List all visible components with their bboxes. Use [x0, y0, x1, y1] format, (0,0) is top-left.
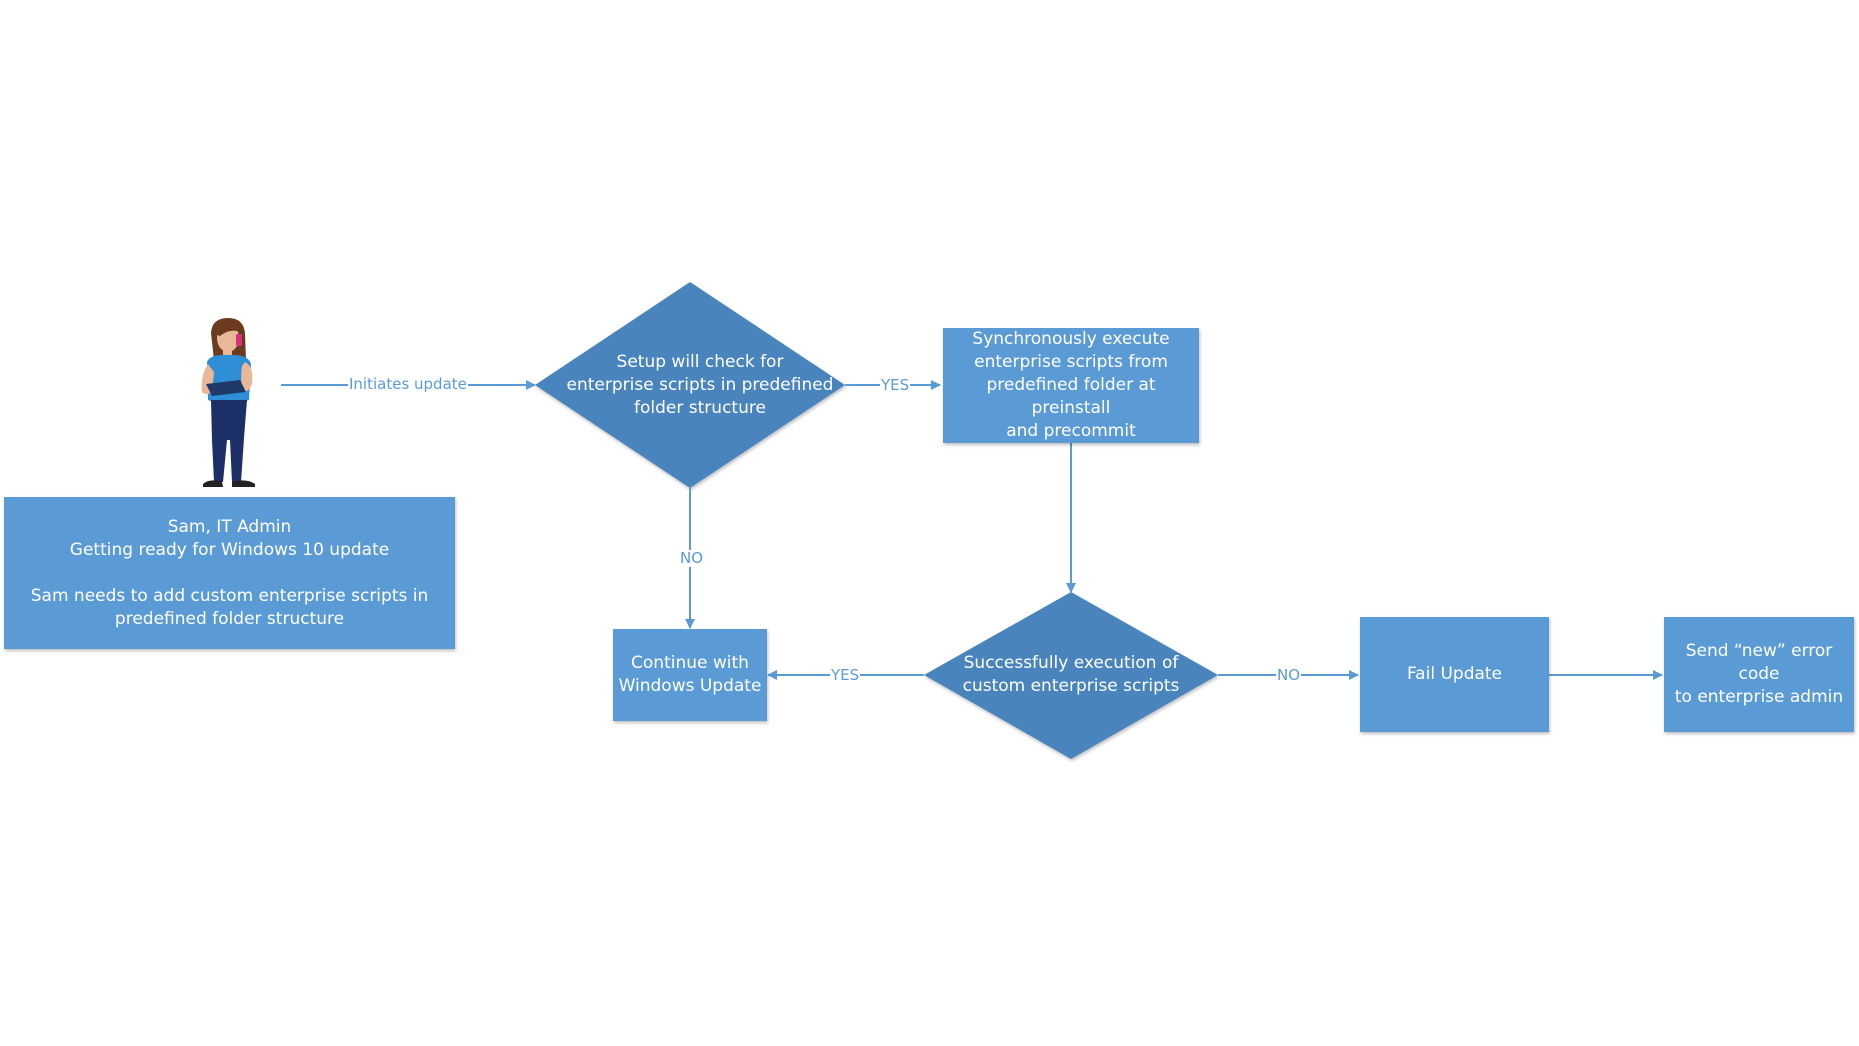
send-error-text: Send “new” error code to enterprise admi… [1674, 641, 1844, 707]
person-with-phone-icon [201, 318, 255, 487]
send-error-box: Send “new” error code to enterprise admi… [1664, 617, 1854, 732]
fail-update-box: Fail Update [1360, 617, 1549, 732]
execute-scripts-box: Synchronously execute enterprise scripts… [943, 328, 1199, 443]
decision-diamond-execution-result [924, 592, 1218, 759]
actor-description-box: Sam, IT Admin Getting ready for Windows … [4, 497, 455, 649]
edge-label-check-no: NO [679, 549, 705, 567]
execution-result-text: Successfully execution of custom enterpr… [962, 653, 1180, 696]
check-scripts-text: Setup will check for enterprise scripts … [566, 351, 834, 418]
edge-label-result-no: NO [1276, 666, 1302, 684]
fail-update-text: Fail Update [1406, 664, 1503, 684]
execute-scripts-text: Synchronously execute enterprise scripts… [972, 329, 1170, 441]
edge-label-result-yes: YES [830, 666, 861, 684]
continue-update-text: Continue with Windows Update [618, 653, 762, 696]
edge-label-check-yes: YES [880, 376, 911, 394]
actor-description-text: Sam, IT Admin Getting ready for Windows … [30, 516, 429, 629]
continue-update-box: Continue with Windows Update [613, 629, 767, 721]
edge-label-initiates-update: Initiates update [348, 375, 468, 393]
decision-diamond-check-scripts [535, 282, 845, 488]
